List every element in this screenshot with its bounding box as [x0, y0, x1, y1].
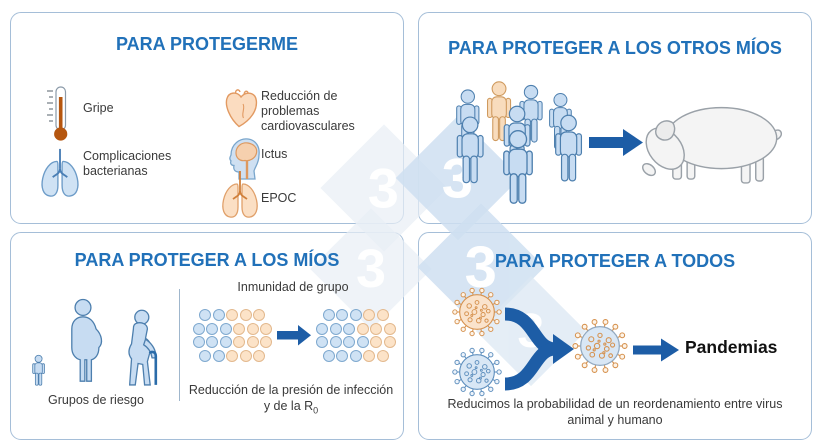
panel-title: PARA PROTEGER A LOS OTROS MÍOS: [448, 38, 782, 58]
person-dot-orange: [253, 349, 266, 362]
person-dot-blue: [192, 336, 205, 348]
panel-title: PARA PROTEGERME: [115, 34, 298, 54]
person-dot-blue: [343, 322, 355, 335]
panel-protect-me: PARA PROTEGERME Gripe: [10, 12, 404, 224]
person-dot-orange: [363, 349, 376, 362]
dots-grid-before: [192, 309, 272, 362]
lungs-blue-icon: [37, 147, 83, 201]
panel-protect-mine: PARA PROTEGER A LOS MÍOS: [10, 232, 404, 440]
person-dot-blue: [343, 336, 355, 348]
person-dot-blue: [219, 336, 232, 348]
heart-icon: [221, 87, 261, 131]
person-dot-blue: [336, 309, 349, 321]
caption-subscript: 0: [313, 405, 319, 416]
person-dot-orange: [246, 322, 259, 335]
person-dot-orange: [376, 349, 389, 362]
person-dot-blue: [356, 336, 369, 348]
person-dot-blue: [206, 322, 218, 335]
person-dot-blue: [316, 336, 328, 348]
person-dot-blue: [206, 336, 218, 348]
risk-group-label: Grupos de riesgo: [48, 393, 144, 407]
person-dot-orange: [356, 322, 369, 335]
person-dot-orange: [376, 309, 389, 321]
person-dot-blue: [349, 349, 362, 362]
panel-protect-all: PARA PROTEGER A TODOS P: [418, 232, 812, 440]
person-dot-orange: [260, 336, 272, 348]
arrow-right-icon: [589, 127, 643, 157]
panel-title: PARA PROTEGER A TODOS: [494, 251, 736, 271]
item-label: Gripe: [83, 101, 114, 115]
person-dot-blue: [212, 349, 225, 362]
caption-line2: y de la R: [263, 398, 314, 413]
panel-title: PARA PROTEGER A LOS MÍOS: [74, 250, 340, 270]
person-dot-orange: [383, 336, 396, 348]
person-dot-orange: [239, 349, 252, 362]
person-dot-blue: [219, 322, 232, 335]
person-dot-blue: [199, 349, 212, 362]
person-dot-orange: [363, 309, 376, 321]
item-label: Complicaciones bacterianas: [83, 149, 172, 178]
thermometer-icon: [44, 85, 74, 143]
head-brain-icon: [221, 135, 261, 181]
risk-group-icon: [27, 289, 167, 395]
person-dot-orange: [383, 322, 396, 335]
person-dot-orange: [226, 349, 239, 362]
reassortment-caption: Reducimos la probabilidad de un reordena…: [447, 397, 783, 427]
virus-orange-icon: [451, 286, 503, 338]
person-dot-blue: [212, 309, 225, 321]
person-dot-blue: [349, 309, 362, 321]
person-dot-orange: [260, 322, 272, 335]
herd-immunity-diagram: [187, 309, 401, 362]
crowd-icon: [453, 75, 611, 217]
panel-protect-others: PARA PROTEGER A LOS OTROS MÍOS: [418, 12, 812, 224]
person-dot-blue: [199, 309, 212, 321]
lungs-orange-icon: [217, 171, 263, 221]
person-dot-orange: [370, 336, 382, 348]
caption-line1: Reducción de la presión de infección: [188, 383, 394, 397]
dots-grid-after: [316, 309, 396, 362]
person-dot-blue: [316, 322, 328, 335]
person-dot-orange: [233, 336, 245, 348]
herd-immunity-label: Inmunidad de grupo: [237, 280, 349, 294]
item-label: Reducción de problemas cardiovasculares: [261, 89, 355, 133]
person-dot-blue: [336, 349, 349, 362]
virus-blue-icon: [451, 346, 503, 398]
arrow-right-icon: [277, 323, 311, 347]
virus-hybrid-icon: [571, 317, 629, 375]
pig-icon: [629, 93, 791, 188]
arrow-right-icon: [633, 337, 679, 363]
person-dot-blue: [329, 336, 342, 348]
person-dot-blue: [192, 322, 205, 335]
infection-pressure-caption: Reducción de la presión de infección y d…: [181, 383, 401, 416]
person-dot-orange: [233, 322, 245, 335]
person-dot-orange: [370, 322, 382, 335]
person-dot-blue: [322, 309, 335, 321]
merge-arrow-icon: [503, 301, 575, 397]
person-dot-orange: [239, 309, 252, 321]
person-dot-blue: [322, 349, 335, 362]
person-dot-orange: [246, 336, 259, 348]
person-dot-blue: [329, 322, 342, 335]
divider: [179, 289, 180, 401]
item-label: EPOC: [261, 191, 297, 205]
person-dot-orange: [226, 309, 239, 321]
pandemias-label: Pandemias: [685, 337, 778, 357]
person-dot-orange: [253, 309, 266, 321]
item-label: Ictus: [261, 147, 288, 161]
